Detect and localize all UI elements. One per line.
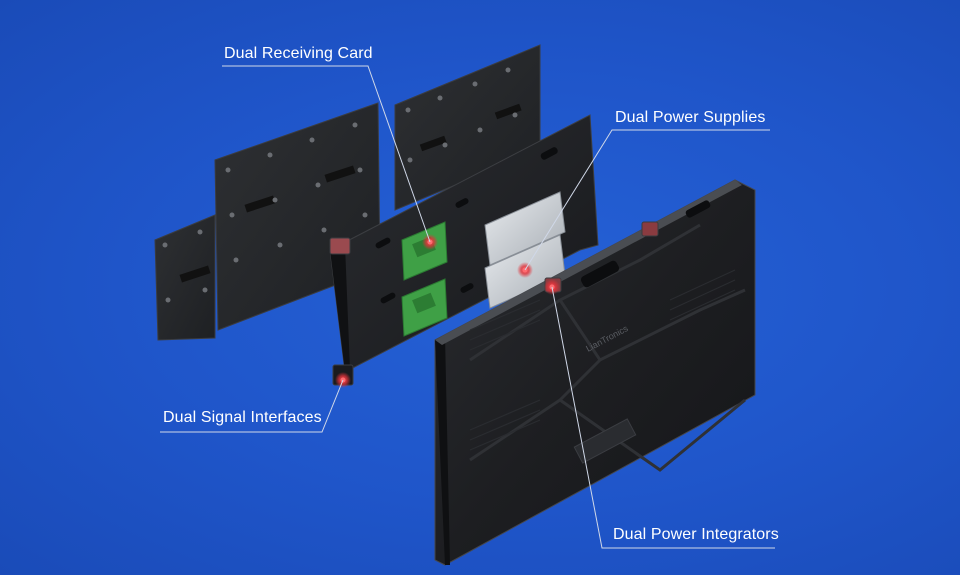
rear-cabinet [434, 179, 756, 566]
leader-line-signal-interfaces [160, 379, 344, 433]
power-supply-upper [484, 191, 566, 266]
callout-signal-interfaces: Dual Signal Interfaces [163, 409, 322, 426]
leader-line-receiving-card [222, 65, 431, 243]
internal-frame-plate [329, 114, 599, 373]
callout-power-integrators: Dual Power Integrators [613, 526, 779, 543]
leader-line-power-integrators [551, 286, 775, 549]
callout-receiving-card: Dual Receiving Card [224, 45, 373, 62]
module-screw-dots [162, 67, 518, 303]
callout-power-supplies: Dual Power Supplies [615, 109, 766, 126]
receiving-card-lower [401, 278, 448, 337]
leader-line-power-supplies [524, 129, 770, 271]
